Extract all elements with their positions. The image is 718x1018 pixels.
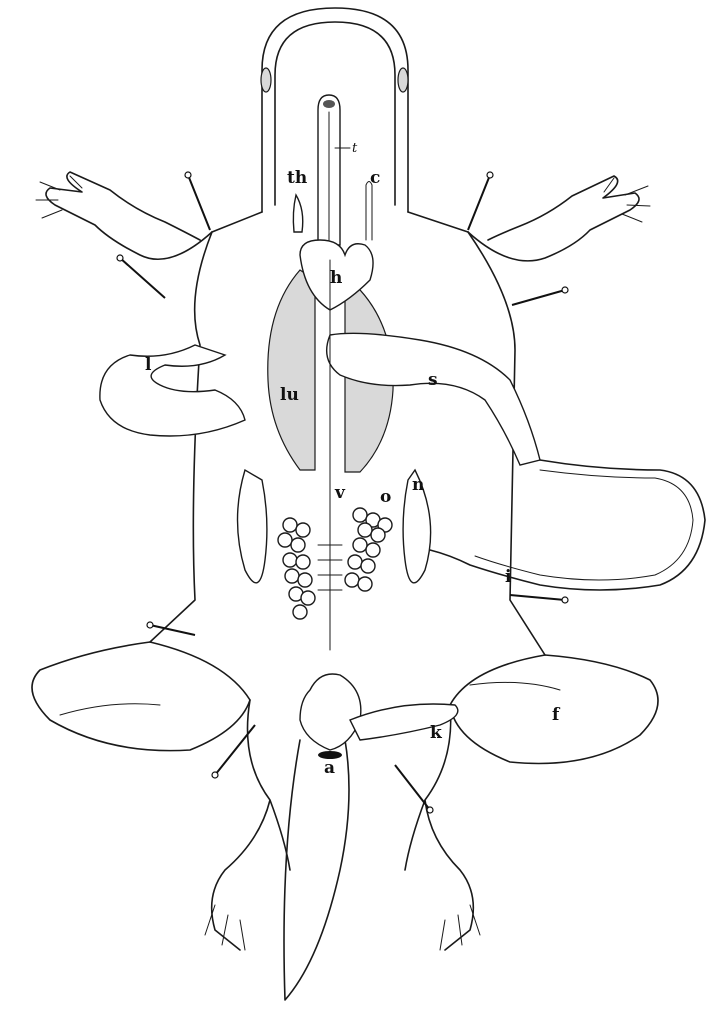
tail — [284, 740, 349, 1000]
label-h: h — [330, 268, 342, 288]
kidney-left — [238, 470, 267, 583]
label-c: c — [370, 168, 380, 188]
label-t: t — [352, 141, 358, 156]
liver — [100, 345, 245, 436]
label-v: v — [334, 483, 346, 503]
thymus — [293, 195, 302, 232]
label-n: n — [412, 475, 424, 495]
label-th: th — [287, 168, 307, 188]
egg-cluster-right — [345, 508, 392, 591]
label-i: i — [505, 567, 512, 587]
label-f: f — [552, 705, 561, 725]
structure-c — [366, 182, 372, 241]
label-lu: lu — [280, 385, 299, 405]
bladder — [300, 674, 361, 750]
left-hindleg — [205, 700, 290, 950]
egg-cluster-left — [278, 518, 315, 619]
right-forelimb — [468, 176, 650, 261]
label-l: l — [145, 355, 152, 375]
right-hindleg — [405, 705, 480, 950]
label-o: o — [380, 487, 391, 507]
label-a: a — [324, 758, 335, 778]
trachea — [318, 95, 340, 245]
left-hind-flap — [32, 642, 250, 751]
label-k: k — [430, 723, 443, 743]
left-forelimb — [36, 172, 212, 259]
label-s: s — [428, 370, 438, 390]
